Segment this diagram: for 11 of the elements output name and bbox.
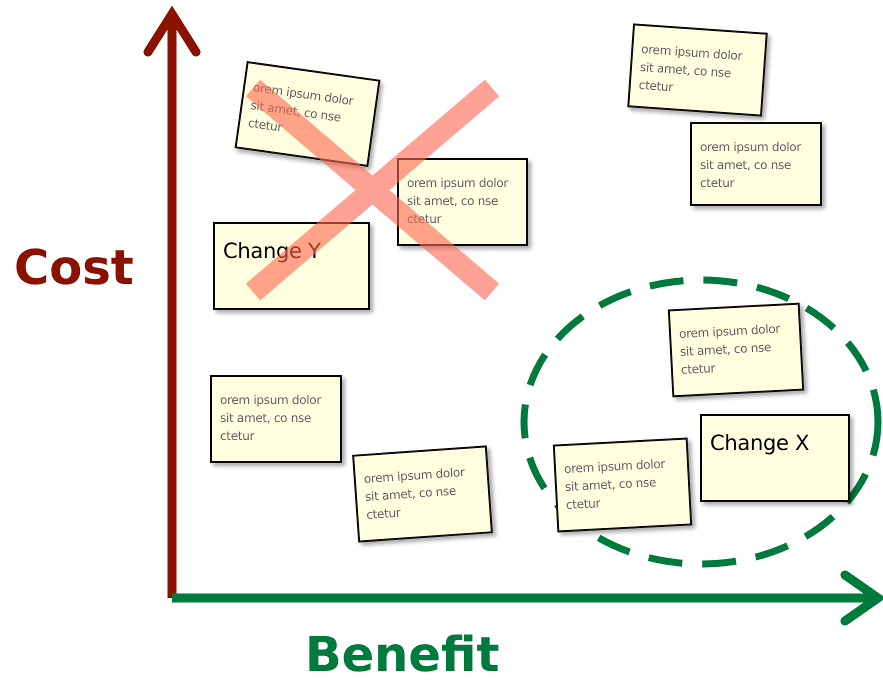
axis-label: Cost <box>14 240 134 296</box>
sticky-note: orem ipsum dolor sit amet, co nse ctetur <box>690 122 822 206</box>
sticky-note: orem ipsum dolor sit amet, co nse ctetur <box>552 438 692 532</box>
sticky-note: Change Y <box>213 222 370 310</box>
sticky-note: orem ipsum dolor sit amet, co nse ctetur <box>352 445 493 543</box>
sticky-note: orem ipsum dolor sit amet, co nse ctetur <box>627 23 768 117</box>
sticky-note: Change X <box>700 414 850 502</box>
axis-label: Benefit <box>305 627 500 683</box>
sticky-note: orem ipsum dolor sit amet, co nse ctetur <box>668 302 804 398</box>
sticky-note: orem ipsum dolor sit amet, co nse ctetur <box>234 61 380 167</box>
sticky-note: orem ipsum dolor sit amet, co nse ctetur <box>210 375 342 463</box>
